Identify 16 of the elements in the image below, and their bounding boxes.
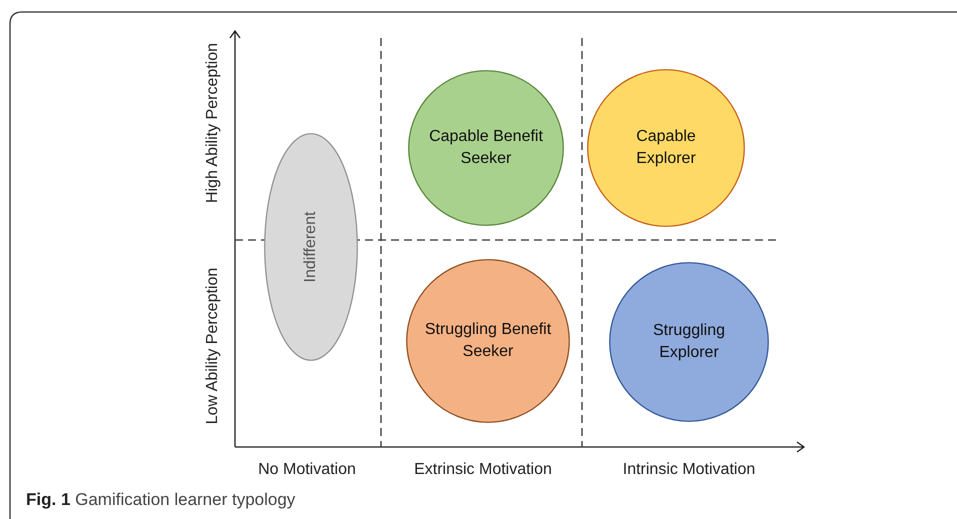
axis-label: No Motivation [258,461,356,479]
circle-shape [408,70,564,226]
axis-label: High Ability Perception [204,42,222,204]
type-label: Capable Explorer [635,127,697,169]
axis-label: Extrinsic Motivation [414,461,552,479]
axis-label: Low Ability Perception [204,268,222,424]
axis-label: Intrinsic Motivation [622,461,756,479]
type-label: Indifferent [301,212,320,282]
oval-shape [264,133,358,361]
circle-shape [609,262,769,422]
type-label: Struggling Explorer [652,321,726,363]
type-label: Struggling Benefit Seeker [424,320,552,362]
type-label: Capable Benefit Seeker [428,127,544,169]
circle-shape [587,69,745,227]
figure-caption: Fig. 1 Gamification learner typology [26,490,296,510]
circle-shape [406,259,570,423]
